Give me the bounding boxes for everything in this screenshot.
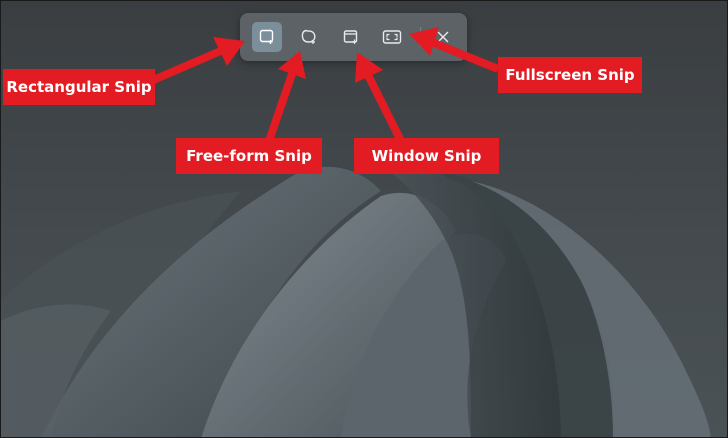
window-snip-icon	[343, 30, 358, 44]
close-button[interactable]	[428, 22, 458, 52]
fullscreen-snip-button[interactable]	[377, 22, 407, 52]
fullscreen-snip-icon	[382, 30, 402, 44]
rectangular-snip-icon	[259, 29, 274, 44]
free-form-snip-callout: Free-form Snip	[176, 138, 322, 174]
window-snip-callout: Window Snip	[354, 138, 499, 174]
free-form-snip-button[interactable]	[294, 22, 324, 52]
free-form-snip-icon	[301, 29, 316, 44]
close-icon	[437, 31, 449, 43]
window-snip-button[interactable]	[336, 22, 366, 52]
snipping-toolbar	[240, 13, 467, 61]
rectangular-snip-callout: Rectangular Snip	[3, 69, 155, 105]
rectangular-snip-button[interactable]	[252, 22, 282, 52]
fullscreen-snip-callout: Fullscreen Snip	[498, 57, 642, 93]
toolbar-divider	[420, 27, 421, 47]
